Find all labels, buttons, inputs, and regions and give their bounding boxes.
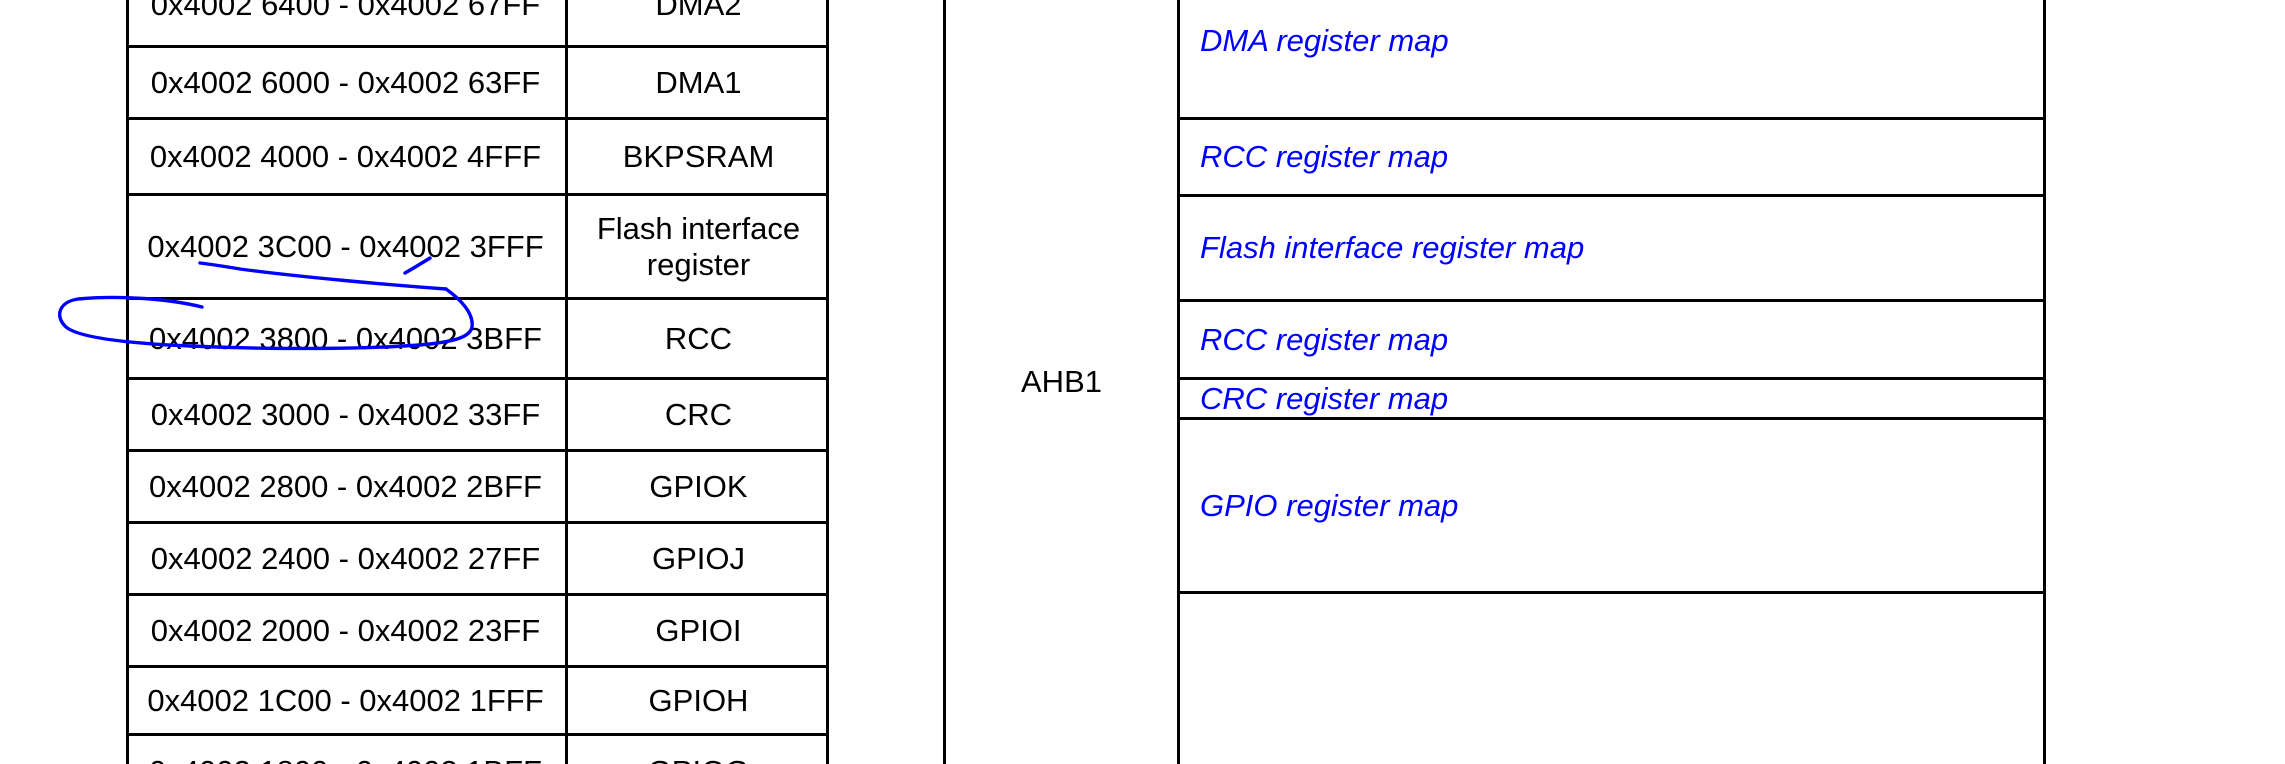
register-map-row: RCC register map bbox=[1180, 302, 2046, 380]
address-range-cell: 0x4002 2000 - 0x4002 23FF bbox=[126, 596, 568, 665]
register-map-link[interactable]: RCC register map bbox=[1200, 139, 1449, 174]
address-range-cell: 0x4002 1C00 - 0x4002 1FFF bbox=[126, 668, 568, 733]
table-row: 0x4002 6000 - 0x4002 63FF DMA1 bbox=[126, 48, 829, 120]
bus-label-ahb1: AHB1 bbox=[1021, 364, 1102, 399]
register-map-link[interactable]: CRC register map bbox=[1200, 380, 1449, 416]
peripheral-cell: GPIOJ bbox=[651, 540, 745, 576]
register-map-row: DMA register map bbox=[1180, 0, 2046, 120]
peripheral-cell: Flash interface register bbox=[596, 210, 801, 282]
peripheral-cell: GPIOK bbox=[649, 468, 748, 504]
table-column2-right-border bbox=[826, 0, 829, 764]
peripheral-cell: GPIOH bbox=[648, 682, 749, 718]
peripheral-cell: DMA1 bbox=[655, 64, 742, 100]
address-peripheral-table: 0x4002 6400 - 0x4002 67FF DMA2 0x4002 60… bbox=[126, 0, 829, 764]
register-map-link[interactable]: RCC register map bbox=[1200, 321, 1449, 357]
peripheral-cell: CRC bbox=[664, 396, 733, 432]
table-row: 0x4002 2800 - 0x4002 2BFF GPIOK bbox=[126, 452, 829, 524]
bus-column-left-border bbox=[943, 0, 946, 764]
register-map-row: Flash interface register map bbox=[1180, 197, 2046, 302]
table-row: 0x4002 3C00 - 0x4002 3FFF Flash interfac… bbox=[126, 196, 829, 300]
table-row-partial: 0x4002 1800 - 0x4002 1BFF GPIOG bbox=[126, 736, 829, 764]
register-map-row: GPIO register map bbox=[1180, 420, 2046, 594]
address-range-cell: 0x4002 3C00 - 0x4002 3FFF bbox=[126, 196, 568, 297]
peripheral-cell: DMA2 bbox=[655, 0, 742, 22]
peripheral-cell: RCC bbox=[664, 320, 733, 356]
peripheral-cell: GPIOI bbox=[655, 612, 742, 648]
table-row: 0x4002 6400 - 0x4002 67FF DMA2 bbox=[126, 0, 829, 48]
table-row: 0x4002 4000 - 0x4002 4FFF BKPSRAM bbox=[126, 120, 829, 196]
register-map-row: CRC register map bbox=[1180, 380, 2046, 420]
address-range-cell: 0x4002 1800 - 0x4002 1BFF bbox=[126, 736, 568, 764]
table-right-border bbox=[2043, 0, 2046, 764]
address-range-cell: 0x4002 6400 - 0x4002 67FF bbox=[126, 0, 568, 45]
peripheral-cell: GPIOG bbox=[568, 736, 829, 764]
table-row: 0x4002 2400 - 0x4002 27FF GPIOJ bbox=[126, 524, 829, 596]
table-row: 0x4002 3000 - 0x4002 33FF CRC bbox=[126, 380, 829, 452]
register-map-row-empty bbox=[1180, 594, 2046, 764]
address-range-cell: 0x4002 2400 - 0x4002 27FF bbox=[126, 524, 568, 593]
table-row: 0x4002 2000 - 0x4002 23FF GPIOI bbox=[126, 596, 829, 668]
register-map-link[interactable]: Flash interface register map bbox=[1200, 230, 1585, 265]
address-range-cell: 0x4002 3800 - 0x4002 3BFF bbox=[126, 300, 568, 377]
address-range-cell: 0x4002 6000 - 0x4002 63FF bbox=[126, 48, 568, 117]
address-range-cell: 0x4002 4000 - 0x4002 4FFF bbox=[126, 120, 568, 193]
register-map-link[interactable]: DMA register map bbox=[1200, 22, 1449, 58]
register-map-link[interactable]: GPIO register map bbox=[1200, 487, 1459, 523]
address-range-cell: 0x4002 3000 - 0x4002 33FF bbox=[126, 380, 568, 449]
table-left-border bbox=[126, 0, 129, 764]
peripheral-cell: BKPSRAM bbox=[622, 138, 775, 174]
address-range-cell: 0x4002 2800 - 0x4002 2BFF bbox=[126, 452, 568, 521]
register-map-row: RCC register map bbox=[1180, 120, 2046, 197]
register-map-column: DMA register map RCC register map Flash … bbox=[1180, 0, 2046, 764]
table-row-highlighted: 0x4002 3800 - 0x4002 3BFF RCC bbox=[126, 300, 829, 380]
table-row: 0x4002 1C00 - 0x4002 1FFF GPIOH bbox=[126, 668, 829, 736]
bus-column-right-border bbox=[1177, 0, 1180, 764]
